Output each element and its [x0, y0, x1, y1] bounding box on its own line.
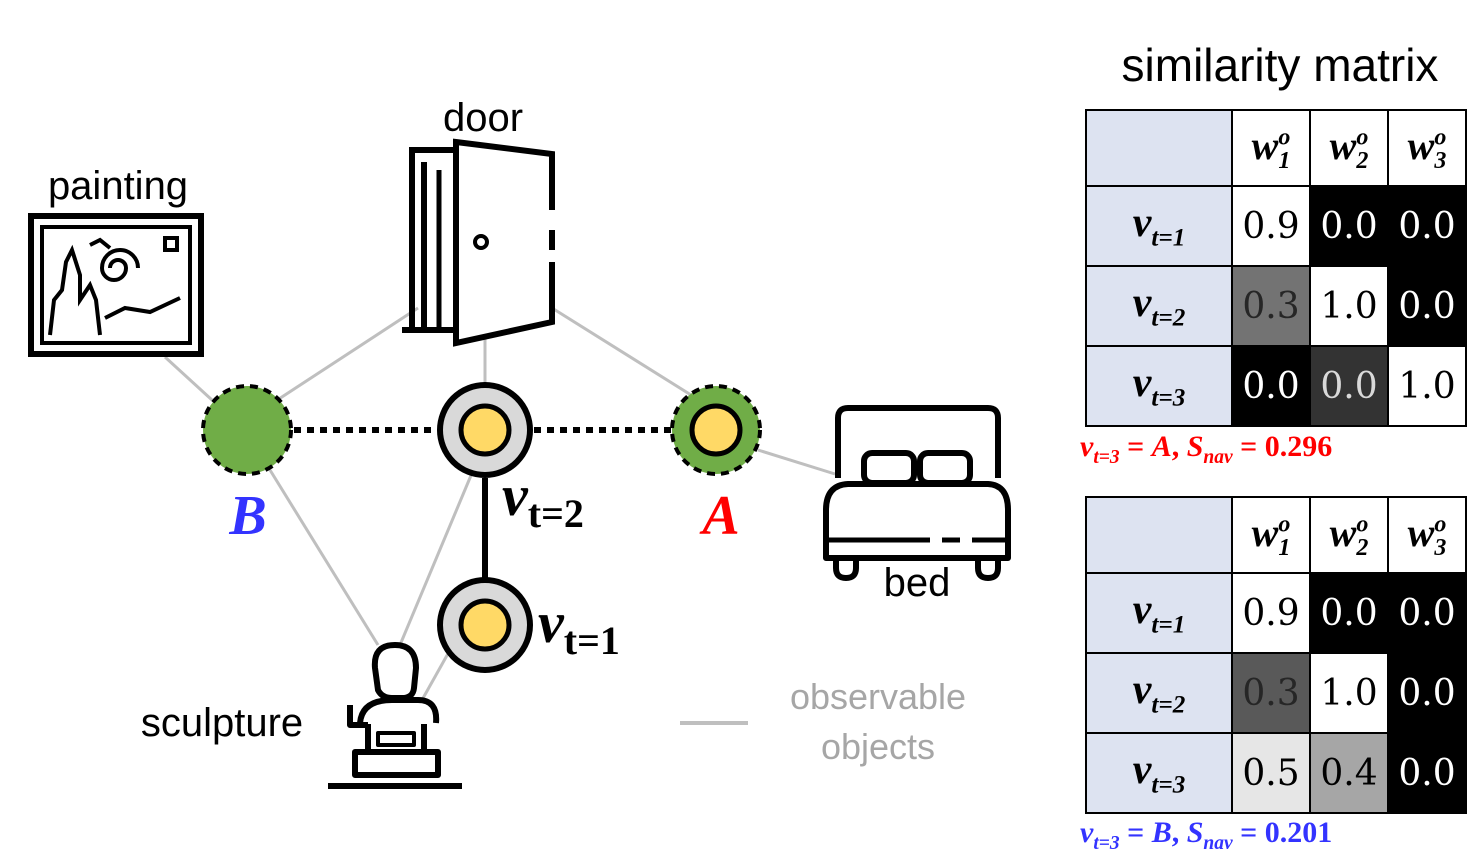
matrix-cell: 0.0 [1387, 265, 1467, 347]
bed-label: bed [884, 561, 951, 605]
node-A [670, 384, 762, 476]
matrix-title: similarity matrix [1121, 39, 1439, 91]
matrix-1-caption: vt=3 = A, Snav = 0.296 [1080, 430, 1333, 468]
matrix-col-header: wo3 [1387, 109, 1467, 187]
node-vt1-label: vt=1 [538, 590, 620, 663]
matrix-col-header: wo2 [1309, 109, 1389, 187]
edge-door-A [551, 306, 716, 412]
matrix-cell: 0.5 [1231, 732, 1311, 814]
matrix-cell: 1.0 [1309, 652, 1389, 734]
matrix-cell: 0.0 [1387, 652, 1467, 734]
node-vt2-label: vt=2 [502, 463, 584, 536]
edge-A-bed [757, 448, 836, 476]
node-vt2 [437, 382, 533, 478]
node-vt1 [437, 577, 533, 673]
matrix-row-header: vt=1 [1085, 185, 1233, 267]
legend-text-line2: objects [821, 726, 935, 767]
node-B-label: B [228, 485, 266, 547]
matrix-row-header: vt=2 [1085, 652, 1233, 734]
matrix-cell: 0.0 [1387, 185, 1467, 267]
edge-B-sculpture [268, 469, 380, 646]
matrix-corner-cell [1085, 496, 1233, 574]
matrix-col-header: wo3 [1387, 496, 1467, 574]
observable-edges [163, 306, 836, 701]
legend-text-line1: observable [790, 676, 966, 717]
matrix-cell: 0.0 [1309, 185, 1389, 267]
matrix-cell: 0.9 [1231, 572, 1311, 654]
matrix-row-header: vt=1 [1085, 572, 1233, 654]
node-A-label: A [699, 485, 739, 547]
edge-vt2-sculpture [398, 472, 474, 646]
matrix-cell: 0.3 [1231, 652, 1311, 734]
bed-icon [823, 405, 1011, 581]
matrix-row-header: vt=3 [1085, 732, 1233, 814]
edge-door-B [261, 306, 419, 412]
matrix-col-header: wo2 [1309, 496, 1389, 574]
matrix-cell: 0.0 [1387, 572, 1467, 654]
matrix-cell: 0.0 [1309, 572, 1389, 654]
matrix-cell: 1.0 [1387, 345, 1467, 427]
matrix-row-header: vt=3 [1085, 345, 1233, 427]
edge-vt1-sculpture [420, 649, 452, 701]
painting-label: painting [48, 164, 188, 208]
matrix-cell: 0.0 [1309, 345, 1389, 427]
node-B [201, 384, 293, 476]
matrix-cell: 0.9 [1231, 185, 1311, 267]
matrix-cell: 1.0 [1309, 265, 1389, 347]
matrix-cell: 0.3 [1231, 265, 1311, 347]
matrix-row-header: vt=2 [1085, 265, 1233, 347]
sculpture-label: sculpture [141, 701, 303, 745]
edge-painting-B [163, 355, 214, 402]
matrix-corner-cell [1085, 109, 1233, 187]
door-label: door [443, 96, 523, 140]
sculpture-icon [328, 642, 462, 789]
painting-icon [28, 213, 204, 357]
matrix-col-header: wo1 [1231, 496, 1311, 574]
door-icon [402, 138, 556, 347]
matrix-2-caption: vt=3 = B, Snav = 0.201 [1080, 816, 1333, 854]
matrix-cell: 0.0 [1231, 345, 1311, 427]
matrix-cell: 0.4 [1309, 732, 1389, 814]
matrix-col-header: wo1 [1231, 109, 1311, 187]
matrix-cell: 0.0 [1387, 732, 1467, 814]
